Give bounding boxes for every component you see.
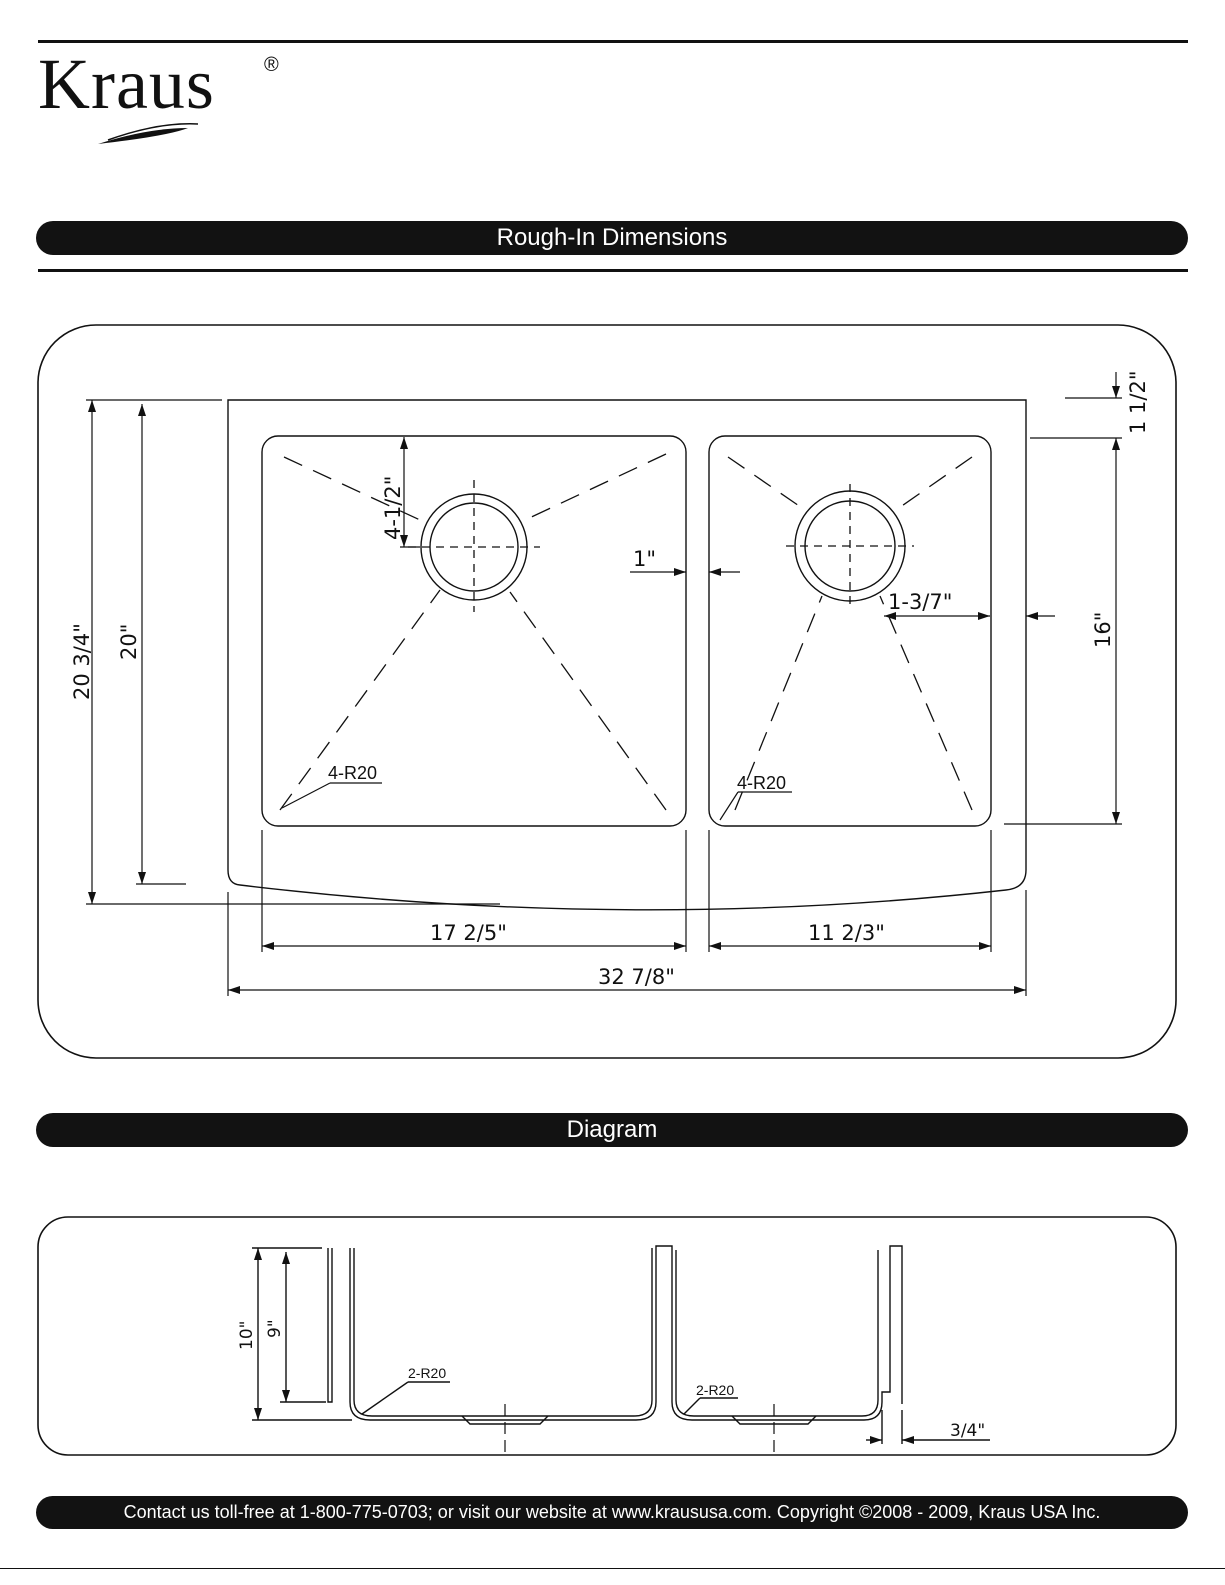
bottom-rule (0, 1568, 1225, 1569)
dim-height-outer: 10" (237, 1321, 257, 1350)
footer-contact-text: Contact us toll-free at 1-800-775-0703; … (36, 1496, 1188, 1529)
dim-height-inner: 9" (265, 1319, 285, 1338)
label-diagram-right-radius: 2-R20 (696, 1382, 734, 1398)
label-diagram-left-radius: 2-R20 (408, 1365, 446, 1381)
footer-banner: Contact us toll-free at 1-800-775-0703; … (36, 1496, 1188, 1529)
dim-apron: 3/4" (950, 1421, 985, 1441)
